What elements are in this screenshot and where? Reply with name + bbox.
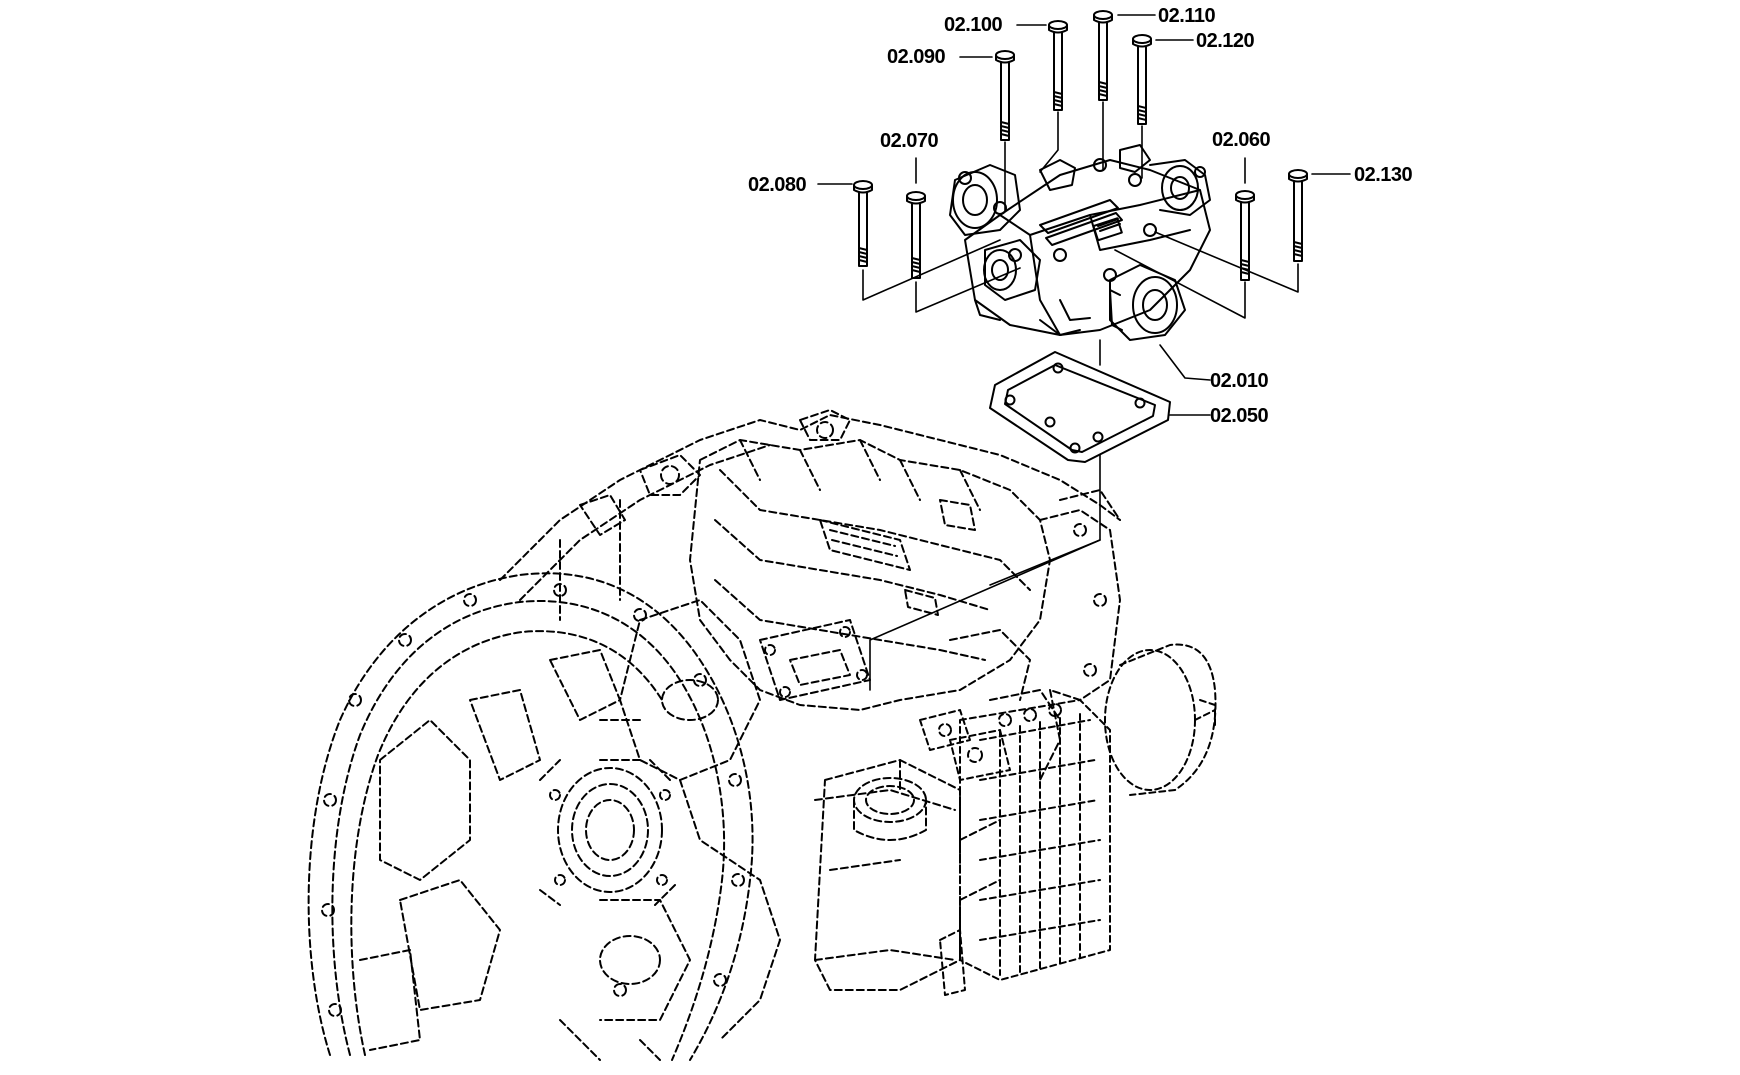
bolt-02-060 [1235,190,1255,281]
callout-02-090: 02.090 [887,46,946,68]
bell-housing-outer [307,572,754,1061]
shift-module-02-010 [949,144,1211,341]
reservoir [814,759,1001,991]
callout-02-100: 02.100 [944,14,1003,36]
bolt-02-090 [995,50,1015,141]
callout-02-120: 02.120 [1196,30,1255,52]
gearbox-body-outline [499,414,1121,581]
transmission-housing [307,409,1121,1061]
callout-02-110: 02.110 [1158,5,1216,27]
assembly-lines [817,14,1351,691]
callout-02-010: 02.010 [1210,370,1269,392]
bolts [853,10,1308,281]
valve-block [919,699,1111,996]
bolt-02-100 [1048,20,1068,111]
bolt-02-120 [1132,34,1152,125]
callout-02-050: 02.050 [1210,405,1269,427]
callout-02-070: 02.070 [880,130,939,152]
bolt-02-130 [1288,169,1308,262]
callout-02-130: 02.130 [1354,164,1413,186]
bolt-02-080 [853,180,873,267]
callout-02-080: 02.080 [748,174,807,196]
bell-housing-inner [331,600,726,1061]
gasket-02-050 [989,351,1171,463]
callout-02-060: 02.060 [1212,129,1271,151]
leader-02-010 [1159,344,1211,381]
rear-cylinder [1104,643,1217,796]
bolt-02-070 [906,191,926,279]
bolt-02-110 [1093,10,1113,101]
top-casing [689,439,1051,711]
